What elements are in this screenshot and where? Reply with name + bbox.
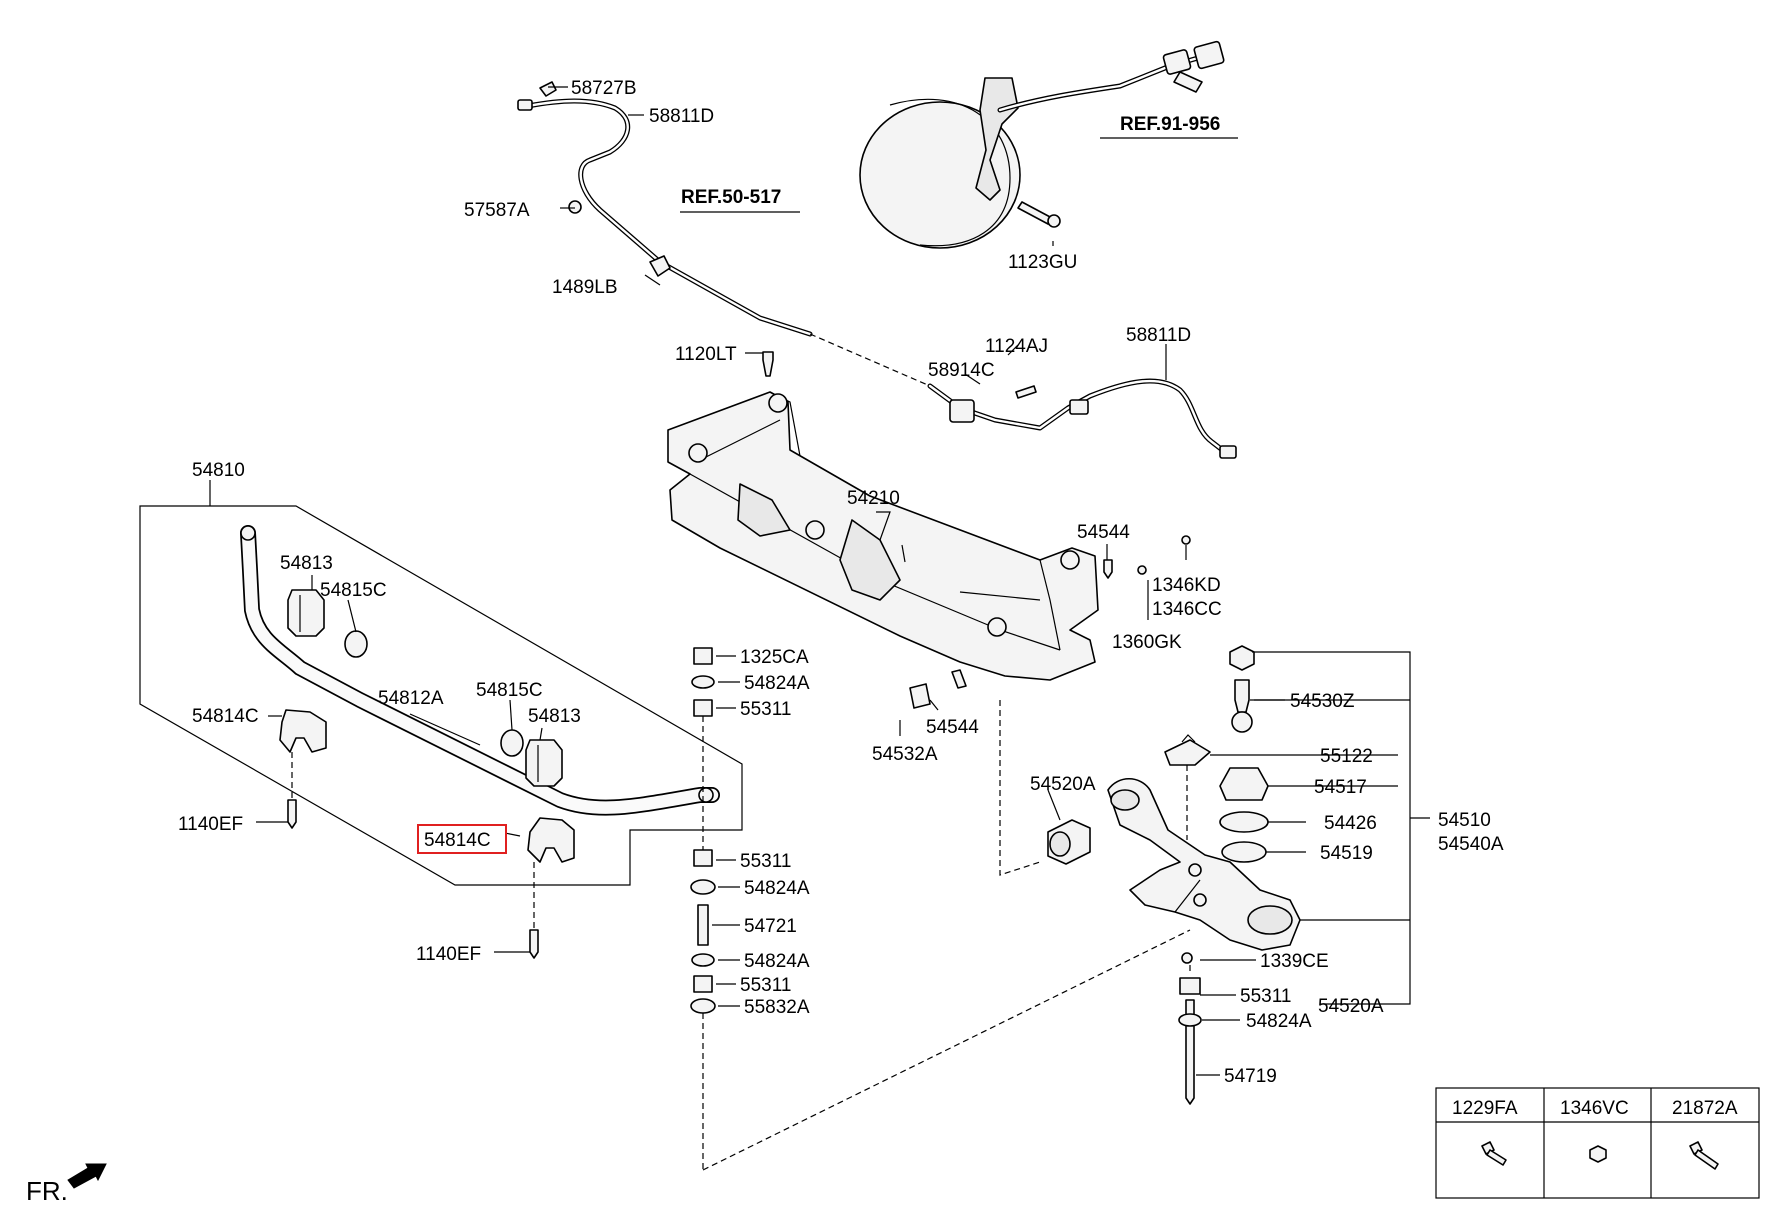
callout-58811D-top[interactable]: 58811D	[649, 106, 714, 127]
callout-54824A-4[interactable]: 54824A	[1246, 1011, 1312, 1032]
callout-54815C-top[interactable]: 54815C	[320, 580, 387, 601]
brake-line-assembly	[517, 81, 1237, 459]
callout-1489LB[interactable]: 1489LB	[552, 277, 618, 298]
callout-54530Z[interactable]: 54530Z	[1290, 691, 1355, 712]
callout-54540A[interactable]: 54540A	[1438, 834, 1504, 855]
callout-1346KD[interactable]: 1346KD	[1152, 575, 1221, 596]
callout-54824A-2[interactable]: 54824A	[744, 878, 810, 899]
bolt-long-icon	[1689, 1141, 1719, 1170]
callout-55311-2[interactable]: 55311	[740, 851, 791, 872]
callout-54426[interactable]: 54426	[1324, 813, 1377, 834]
callout-54210[interactable]: 54210	[847, 488, 900, 509]
callout-55122[interactable]: 55122	[1320, 746, 1373, 767]
ball-joint-parts	[1219, 645, 1430, 1005]
selected-callout-highlight	[417, 824, 507, 854]
callout-54719[interactable]: 54719	[1224, 1066, 1277, 1087]
callout-54810[interactable]: 54810	[192, 460, 245, 481]
callout-55311-4[interactable]: 55311	[1240, 986, 1291, 1007]
front-label: FR.	[26, 1176, 68, 1206]
callout-54721[interactable]: 54721	[744, 916, 797, 937]
brake-disc-assembly	[859, 40, 1225, 249]
callout-58811D-right[interactable]: 58811D	[1126, 325, 1191, 346]
callout-54815C-mid[interactable]: 54815C	[476, 680, 543, 701]
callout-58914C[interactable]: 58914C	[928, 360, 995, 381]
callout-1339CE[interactable]: 1339CE	[1260, 951, 1329, 972]
callout-54510[interactable]: 54510	[1438, 810, 1491, 831]
callout-54814C-left[interactable]: 54814C	[192, 706, 259, 727]
callout-54814C-selected[interactable]: 54814C	[424, 830, 491, 851]
front-arrow-icon	[67, 1163, 107, 1189]
callout-58727B[interactable]: 58727B	[571, 78, 637, 99]
legend-table: 1229FA 1346VC 21872A	[1435, 1087, 1760, 1199]
callout-54824A-1[interactable]: 54824A	[744, 673, 810, 694]
leader-lines	[209, 86, 1410, 1076]
callout-54517[interactable]: 54517	[1314, 777, 1367, 798]
callout-55311-3[interactable]: 55311	[740, 975, 791, 996]
callout-54544-bottom[interactable]: 54544	[926, 717, 979, 738]
callout-1123GU[interactable]: 1123GU	[1008, 252, 1077, 273]
stabilizer-bar-group	[139, 505, 743, 959]
callout-55311-1[interactable]: 55311	[740, 699, 791, 720]
callout-1140EF-bottom[interactable]: 1140EF	[416, 944, 481, 965]
legend-header-1229FA: 1229FA	[1452, 1098, 1518, 1119]
legend-header-21872A: 21872A	[1672, 1098, 1738, 1119]
callout-1346CC[interactable]: 1346CC	[1152, 599, 1222, 620]
callout-54519[interactable]: 54519	[1320, 843, 1373, 864]
callout-55832A[interactable]: 55832A	[744, 997, 810, 1018]
callout-1140EF-left[interactable]: 1140EF	[178, 814, 243, 835]
front-direction-indicator: FR.	[26, 1163, 107, 1206]
callout-54544-top[interactable]: 54544	[1077, 522, 1130, 543]
callout-54520A-top[interactable]: 54520A	[1030, 774, 1096, 795]
callout-54824A-3[interactable]: 54824A	[744, 951, 810, 972]
callout-54520A-bottom[interactable]: 54520A	[1318, 996, 1384, 1017]
callout-57587A[interactable]: 57587A	[464, 200, 530, 221]
callout-1120LT[interactable]: 1120LT	[675, 344, 737, 365]
callout-1360GK[interactable]: 1360GK	[1112, 632, 1182, 653]
nut-icon	[1589, 1145, 1607, 1163]
callout-ref-50-517[interactable]: REF.50-517	[681, 187, 781, 208]
lower-control-arm	[999, 700, 1301, 1105]
callout-1124AJ[interactable]: 1124AJ	[985, 336, 1048, 357]
callout-54813-mid[interactable]: 54813	[528, 706, 581, 727]
callout-ref-91-956[interactable]: REF.91-956	[1120, 114, 1220, 135]
callout-labels: 58727B 58811D 57587A REF.50-517 1489LB R…	[178, 78, 1504, 1087]
callout-54812A[interactable]: 54812A	[378, 688, 444, 709]
legend-header-1346VC: 1346VC	[1560, 1098, 1629, 1119]
callout-54813-top[interactable]: 54813	[280, 553, 333, 574]
bolt-icon	[1481, 1141, 1507, 1166]
callout-54532A[interactable]: 54532A	[872, 744, 938, 765]
subframe	[667, 391, 1099, 681]
stabilizer-link-stack	[690, 647, 1191, 1171]
fasteners	[762, 351, 1191, 709]
callout-1325CA[interactable]: 1325CA	[740, 647, 809, 668]
